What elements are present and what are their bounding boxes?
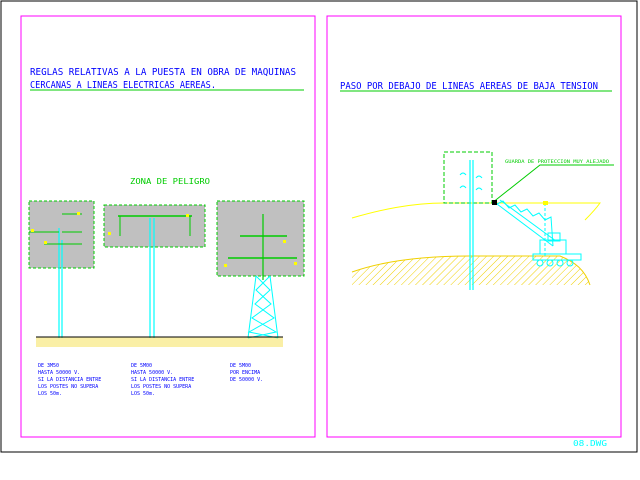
insulator-a3 bbox=[44, 241, 47, 244]
insulator-c2 bbox=[294, 262, 297, 265]
note-2: DE 5M00 HASTA 50000 V. SI LA DISTANCIA E… bbox=[131, 363, 194, 397]
right-title: PASO POR DEBAJO DE LINEAS AEREAS DE BAJA… bbox=[340, 81, 598, 92]
left-title-line2: CERCANAS A LINEAS ELECTRICAS AEREAS. bbox=[30, 80, 216, 91]
zone-label: ZONA DE PELIGRO bbox=[130, 177, 210, 186]
note-2-line-3: SI LA DISTANCIA ENTRE bbox=[131, 377, 194, 383]
note-1-line-1: DE 3M50 bbox=[38, 363, 59, 369]
note-3-line-1: DE 5M00 bbox=[230, 363, 251, 369]
note-1-line-3: SI LA DISTANCIA ENTRE bbox=[38, 377, 101, 383]
right-panel: PASO POR DEBAJO DE LINEAS AEREAS DE BAJA… bbox=[326, 15, 622, 448]
insulator-b1 bbox=[108, 232, 111, 235]
note-2-line-4: LOS POSTES NO SUPERA bbox=[131, 384, 191, 390]
insulator-b2 bbox=[186, 214, 189, 217]
left-panel: REGLAS RELATIVAS A LA PUESTA EN OBRA DE … bbox=[20, 15, 316, 438]
outer-border bbox=[0, 0, 638, 453]
crane bbox=[496, 199, 582, 267]
callout-text: GUARDA DE PROTECCION MUY ALEJADO bbox=[505, 159, 610, 164]
insulator-a1 bbox=[31, 229, 34, 232]
protection-zone bbox=[443, 151, 493, 204]
left-title-line1: REGLAS RELATIVAS A LA PUESTA EN OBRA DE … bbox=[30, 67, 296, 78]
insulator-c1 bbox=[224, 264, 227, 267]
danger-zone-a bbox=[28, 200, 95, 338]
callout-leader bbox=[491, 164, 614, 204]
ground-contour-upper bbox=[351, 202, 601, 221]
zone-c-box bbox=[216, 200, 305, 277]
insulator-a2 bbox=[77, 212, 80, 215]
left-ground bbox=[36, 337, 283, 347]
right-panel-frame bbox=[326, 15, 622, 438]
note-3: DE 5M00 POR ENCIMA DE 50000 V. bbox=[230, 363, 263, 383]
note-2-line-5: LOS 50m. bbox=[131, 391, 155, 397]
note-3-line-2: POR ENCIMA bbox=[230, 370, 260, 376]
ground-hatch bbox=[352, 256, 590, 285]
danger-zone-b bbox=[103, 204, 206, 338]
note-1-line-5: LOS 50m. bbox=[38, 391, 62, 397]
note-1-line-2: HASTA 50000 V. bbox=[38, 370, 80, 376]
note-1: DE 3M50 HASTA 50000 V. SI LA DISTANCIA E… bbox=[38, 363, 101, 397]
boom-tip bbox=[492, 200, 497, 205]
file-name: 08.DWG bbox=[573, 439, 607, 448]
guard-cap bbox=[543, 201, 548, 205]
note-3-line-3: DE 50000 V. bbox=[230, 377, 263, 383]
note-2-line-2: HASTA 50000 V. bbox=[131, 370, 173, 376]
insulator-c3 bbox=[283, 240, 286, 243]
left-panel-frame bbox=[20, 15, 316, 438]
lattice-tower bbox=[247, 275, 279, 339]
note-1-line-4: LOS POSTES NO SUPERA bbox=[38, 384, 98, 390]
pole-insulators bbox=[459, 172, 483, 191]
danger-zone-c bbox=[216, 200, 305, 339]
note-2-line-1: DE 5M00 bbox=[131, 363, 152, 369]
